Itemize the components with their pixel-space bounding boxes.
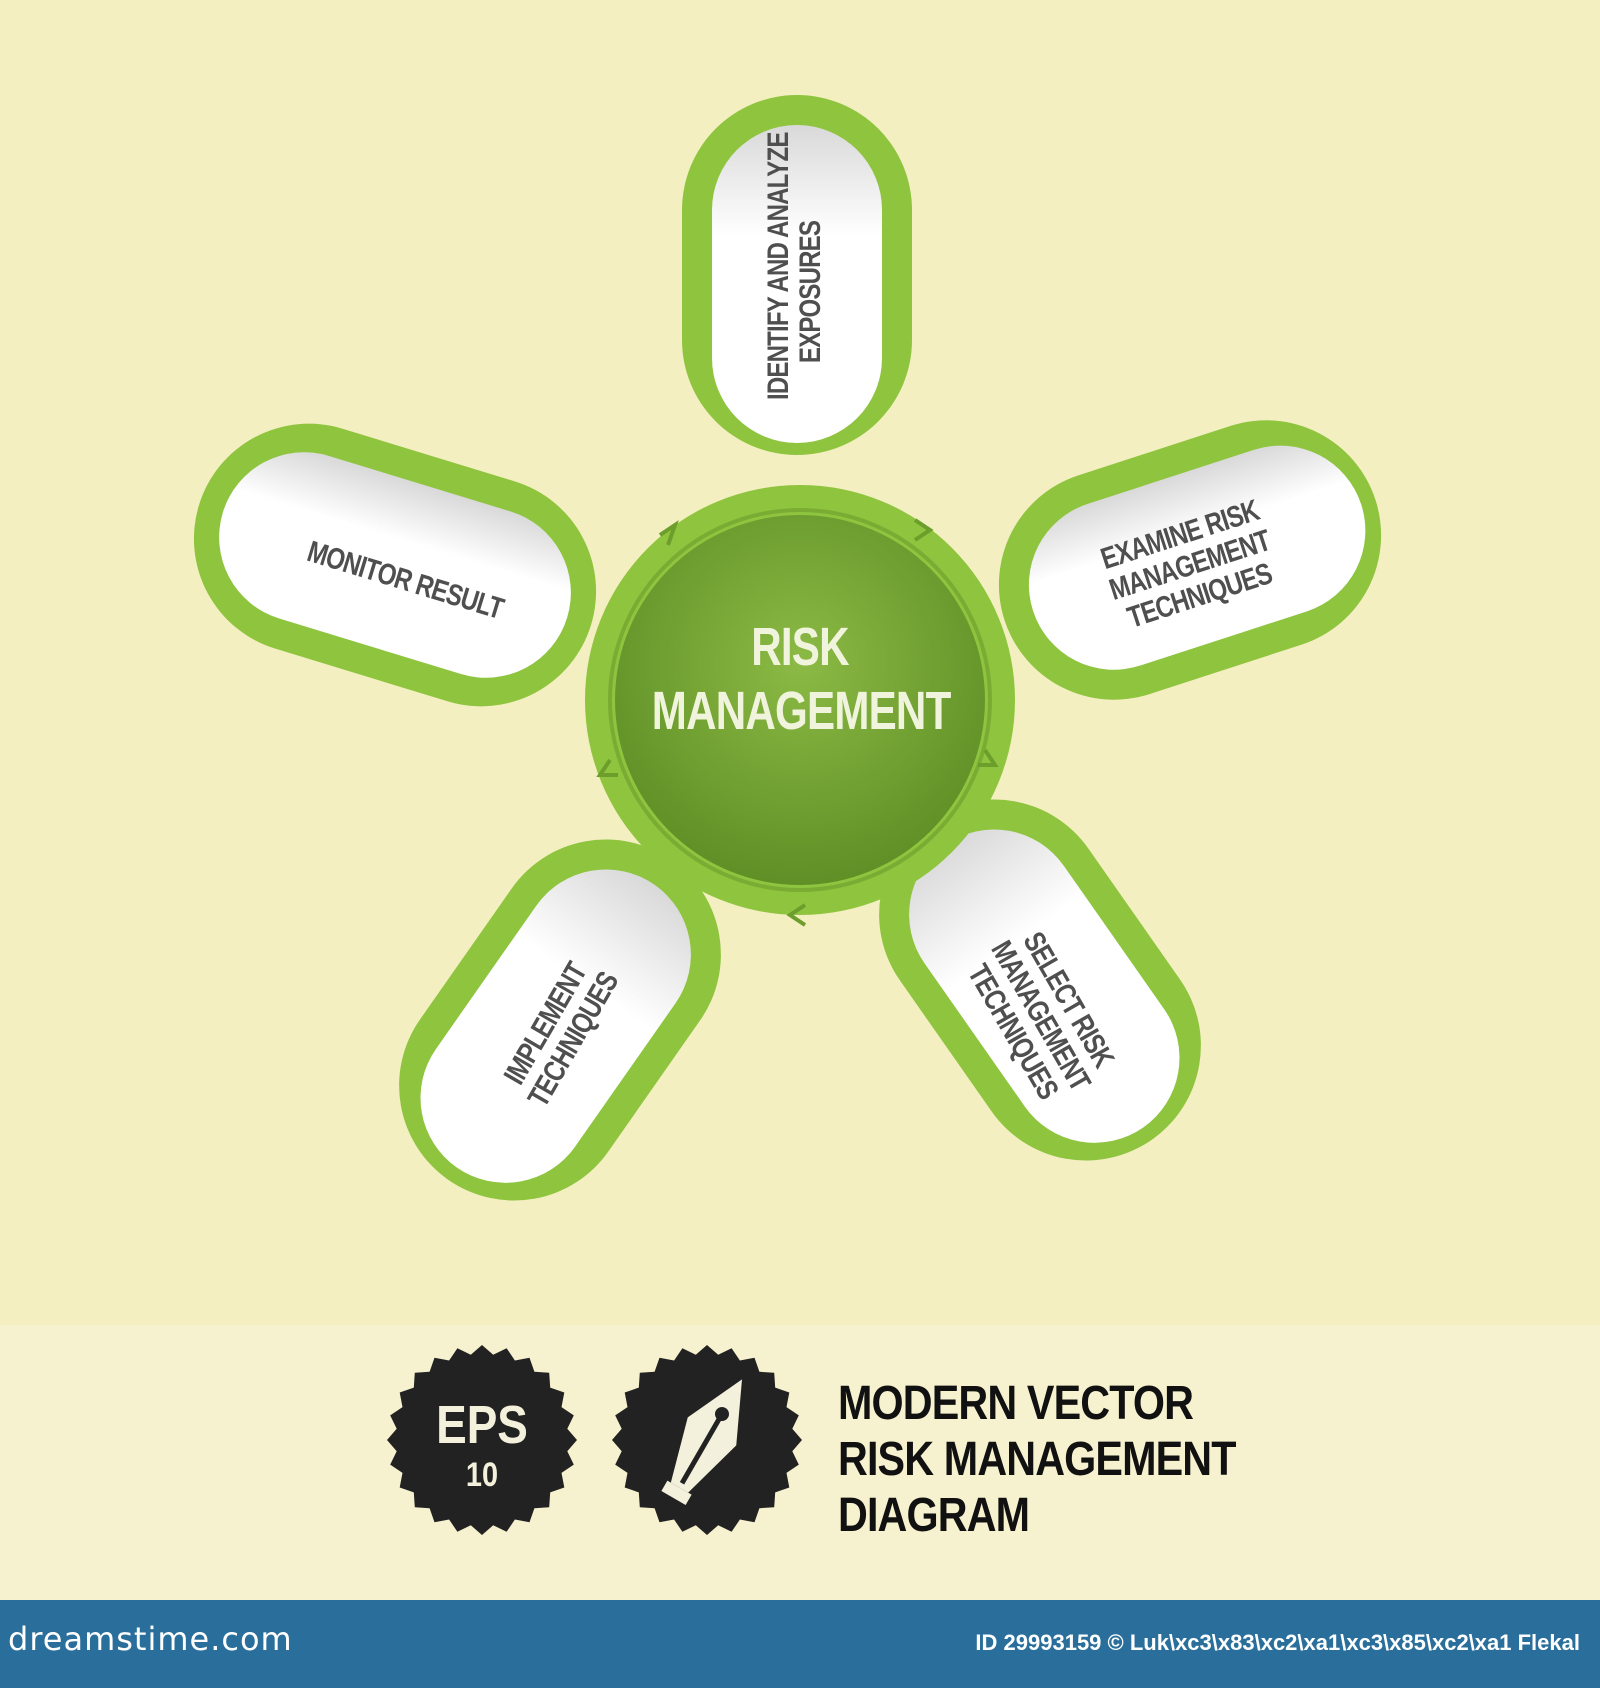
eps-label: EPS	[436, 1395, 528, 1455]
center-title-line2: MANAGEMENT	[651, 681, 952, 741]
bottom-band	[0, 1325, 1600, 1600]
petal-identify	[682, 95, 912, 455]
footer-bar	[0, 1600, 1600, 1688]
center-ring-inner	[608, 508, 992, 892]
footer-site[interactable]: dreamstime.com	[8, 1620, 293, 1658]
headline: MODERN VECTOR RISK MANAGEMENT DIAGRAM	[838, 1376, 1236, 1544]
petal-monitor	[193, 423, 597, 707]
eps-version: 10	[465, 1456, 499, 1494]
center-title: RISK MANAGEMENT	[651, 615, 952, 743]
petal-identify-line1: IDENTIFY AND ANALYZE	[762, 132, 795, 401]
petal-identify-line2: EXPOSURES	[794, 220, 827, 364]
petal-examine	[998, 420, 1382, 700]
eps-badge-text: EPS 10	[392, 1395, 572, 1495]
petal-label-identify: IDENTIFY AND ANALYZE EXPOSURES	[762, 132, 827, 401]
petal-implement	[399, 839, 721, 1201]
eps-badge	[387, 1345, 577, 1535]
pen-nib-icon	[661, 1379, 742, 1506]
footer-id: ID 29993159 © Luk\xc3\x83\xc2\xa1\xc3\x8…	[975, 1630, 1580, 1655]
headline-line2: RISK MANAGEMENT	[838, 1433, 1236, 1486]
headline-line3: DIAGRAM	[838, 1489, 1030, 1542]
pen-badge	[612, 1345, 802, 1535]
center-title-line1: RISK	[751, 617, 849, 677]
ring-chevrons	[596, 518, 999, 927]
petal-select	[879, 799, 1201, 1161]
headline-line1: MODERN VECTOR	[838, 1377, 1194, 1430]
center-circle	[615, 515, 985, 885]
